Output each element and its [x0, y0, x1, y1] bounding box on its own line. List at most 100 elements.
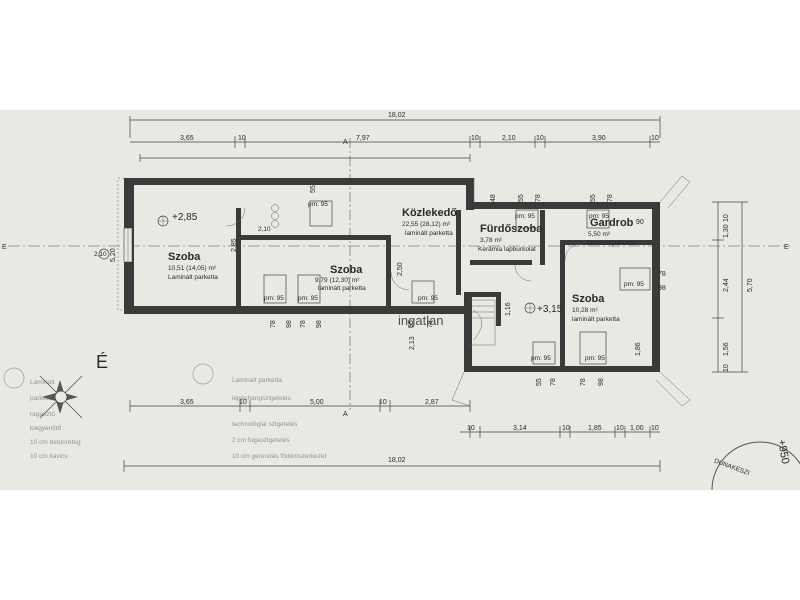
- watermark: ingatlan: [398, 313, 444, 328]
- level-value: +3,15: [537, 304, 563, 315]
- room-floor: Laminált parketta: [168, 274, 218, 281]
- room-szoba-1: Szoba 10,51 (14,05) m² Laminált parketta: [168, 251, 218, 281]
- mark-78: 78: [550, 378, 557, 386]
- right-dim-b: 1,30: [723, 224, 730, 238]
- room-szoba-3: Szoba 10,28 m² laminált parketta: [572, 293, 620, 323]
- inner-wall-1: [236, 235, 390, 240]
- legend-left-line: 10 cm betonréteg: [30, 439, 81, 446]
- roof-window: [309, 200, 333, 227]
- section-a-top: A: [343, 139, 348, 146]
- bottom2-dim-e: 10: [616, 425, 624, 432]
- bottom-dim-d: 10: [379, 399, 387, 406]
- inner-wall-2: [236, 208, 241, 308]
- mark-55: 55: [408, 320, 415, 328]
- mark-48: 48: [490, 194, 497, 202]
- roof-windows: pm: 95 pm: 95 pm: 95 pm: 95 pm: 95 pm: 9…: [263, 200, 651, 365]
- background-legend: Laminált parketta ragasztó kiegyenlítő 1…: [3, 363, 326, 460]
- inner-wall-10: [496, 292, 501, 326]
- roof-window: [586, 209, 610, 229]
- legend-left-line: parketta: [30, 395, 54, 402]
- north-label: É: [96, 352, 108, 372]
- right-dim-f: 10: [723, 364, 730, 372]
- room-name: Fürdőszoba: [480, 223, 543, 235]
- bottom-dim-c: 5,00: [310, 399, 324, 406]
- mark-116: 1,16: [505, 302, 512, 316]
- top-dim-h: 10: [651, 135, 659, 142]
- bottom2-dim-g: 10: [651, 425, 659, 432]
- mark-78: 78: [580, 378, 587, 386]
- wall-marks: 55 55 78 55 78 48 90 78 98 78 98 78 98 5…: [94, 185, 666, 386]
- roof-window: [297, 274, 321, 304]
- inner-wall-3: [386, 235, 391, 310]
- room-name: Szoba: [572, 293, 605, 305]
- mark-98: 98: [598, 378, 605, 386]
- room-floor: laminált parketta: [405, 230, 453, 237]
- room-area: 5,50 m²: [588, 231, 611, 238]
- mark-210: 2,10: [94, 251, 107, 258]
- roof-window-label: pm: 95: [418, 295, 438, 302]
- right-dim-a: 10: [723, 214, 730, 222]
- mark-210: 2,10: [258, 226, 271, 233]
- stamp-text: DUNAKESZI: [713, 458, 751, 477]
- section-line-e: E E: [2, 244, 790, 251]
- inner-wall-6: [540, 210, 545, 265]
- staircase: [470, 299, 496, 346]
- top-dim-a: 3,65: [180, 135, 194, 142]
- mark-55: 55: [536, 378, 543, 386]
- room-area: 10,51 (14,05) m²: [168, 265, 217, 272]
- room-name: Szoba: [330, 264, 363, 276]
- mark-55: 55: [310, 185, 317, 193]
- mark-186: 1,86: [635, 342, 642, 356]
- roof-window-label: pm: 95: [264, 295, 284, 302]
- north-arrow: É: [39, 352, 108, 419]
- top-dimensions: 18,02 3,65 10 7,97 10 2,10 10 3,90 10: [129, 112, 661, 162]
- roof-window-label: pm: 95: [531, 355, 551, 362]
- roof-window: [515, 209, 539, 229]
- roof-window-label: pm: 95: [515, 213, 535, 220]
- mark-90: 90: [636, 219, 644, 226]
- roof-window: [532, 341, 556, 365]
- legend-right-line: technológiai szigetelés: [232, 421, 298, 428]
- mark-55: 55: [518, 194, 525, 202]
- bottom2-dim-b: 3,14: [513, 425, 527, 432]
- room-name: Szoba: [168, 251, 201, 263]
- inner-wall-7: [560, 240, 652, 245]
- outer-wall-right: [652, 202, 660, 372]
- right-dim-c: 2,44: [723, 278, 730, 292]
- right-dim-d: 5,70: [747, 278, 754, 292]
- drawing-sheet: Laminált parketta ragasztó kiegyenlítő 1…: [0, 110, 800, 490]
- outer-wall-top-left: [124, 178, 468, 310]
- room-floor: laminált parketta: [588, 240, 636, 247]
- legend-right-line: 2 cm fugaszigetelés: [232, 437, 290, 444]
- room-floor: laminált parketta: [318, 285, 366, 292]
- level-right: +3,15: [524, 302, 563, 315]
- roof-window-label: pm: 95: [585, 355, 605, 362]
- wall-step: [466, 178, 474, 210]
- mark-78: 78: [427, 320, 434, 328]
- room-area: 10,28 m²: [572, 307, 598, 314]
- roof-window: [579, 331, 607, 365]
- legend-marker-1: [3, 367, 25, 389]
- room-furdoszoba: Fürdőszoba 3,78 m² Kerámia lapburkolat: [478, 223, 543, 253]
- mark-78: 78: [270, 320, 277, 328]
- roof-window-label: pm: 95: [624, 281, 644, 288]
- right-dim-e: 1,56: [723, 342, 730, 356]
- top-dim-b: 10: [238, 135, 246, 142]
- legend-left-line: 10 cm kavics: [30, 453, 68, 460]
- edge-note: +950: [775, 438, 791, 464]
- bottom2-dim-a: 10: [467, 425, 475, 432]
- roof-window-label: pm: 95: [298, 295, 318, 302]
- room-area: 9,79 (12,30) m²: [315, 277, 360, 284]
- room-gardrob: Gardrob 5,50 m² laminált parketta: [588, 217, 636, 247]
- bottom-dim-b: 10: [239, 399, 247, 406]
- level-left: +2,85: [157, 212, 198, 227]
- room-area: 22,55 (28,12) m²: [402, 221, 451, 228]
- room-szoba-2: Szoba 9,79 (12,30) m² laminált parketta: [315, 264, 366, 292]
- top-dim-d: 10: [471, 135, 479, 142]
- bottom2-dim-d: 1,85: [588, 425, 602, 432]
- roof-window: [411, 280, 435, 304]
- top-dim-g: 3,90: [592, 135, 606, 142]
- mark-98: 98: [658, 285, 666, 292]
- mark-78: 78: [607, 194, 614, 202]
- inner-wall-8: [560, 245, 565, 370]
